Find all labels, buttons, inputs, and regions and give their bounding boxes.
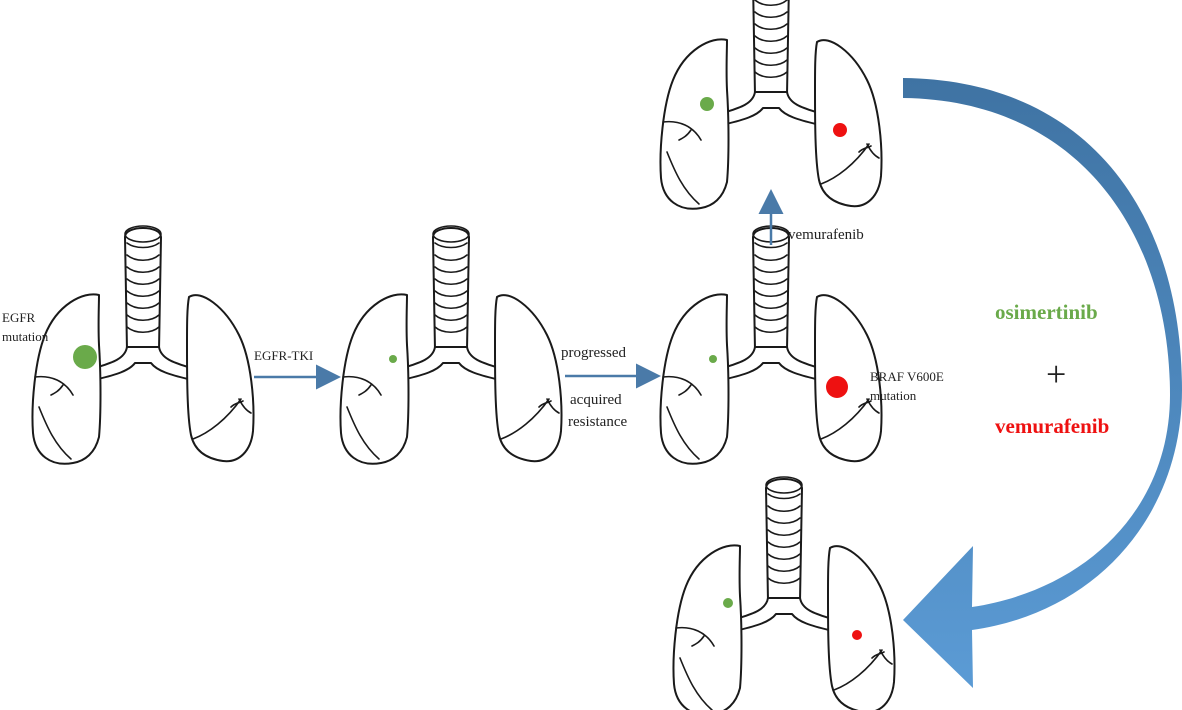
egfr-tumor-tiny	[709, 355, 717, 363]
progressed-label: progressed	[561, 345, 626, 361]
egfr-tumor-large	[73, 345, 97, 369]
lungs-stage-after-vemurafenib	[659, 0, 883, 210]
plus-sign: +	[1046, 354, 1066, 394]
braf-tumor-large	[826, 376, 848, 398]
braf-mutation-label-line2: mutation	[870, 388, 917, 403]
vemurafenib-label-top: vemurafenib	[788, 227, 864, 243]
acquired-label: acquired	[570, 392, 622, 408]
egfr-tumor-small	[723, 598, 733, 608]
egfr-tumor-tiny	[389, 355, 397, 363]
egfr-tki-label: EGFR-TKI	[254, 348, 313, 363]
egfr-mutation-label-line2: mutation	[2, 329, 49, 344]
braf-tumor-medium	[833, 123, 847, 137]
osimertinib-label: osimertinib	[995, 300, 1098, 324]
egfr-tumor-medium	[700, 97, 714, 111]
lungs-stage-after-combination	[672, 476, 896, 710]
lungs-stage-after-egfr-tki	[339, 225, 563, 465]
resistance-label: resistance	[568, 414, 627, 430]
lungs-stage-acquired-resistance	[659, 225, 883, 465]
lungs-stage-initial	[31, 225, 255, 465]
big-curved-arrow	[903, 78, 1182, 688]
vemurafenib-label-combo: vemurafenib	[995, 414, 1109, 438]
braf-mutation-label-line1: BRAF V600E	[870, 369, 944, 384]
braf-tumor-small	[852, 630, 862, 640]
egfr-mutation-label-line1: EGFR	[2, 310, 36, 325]
